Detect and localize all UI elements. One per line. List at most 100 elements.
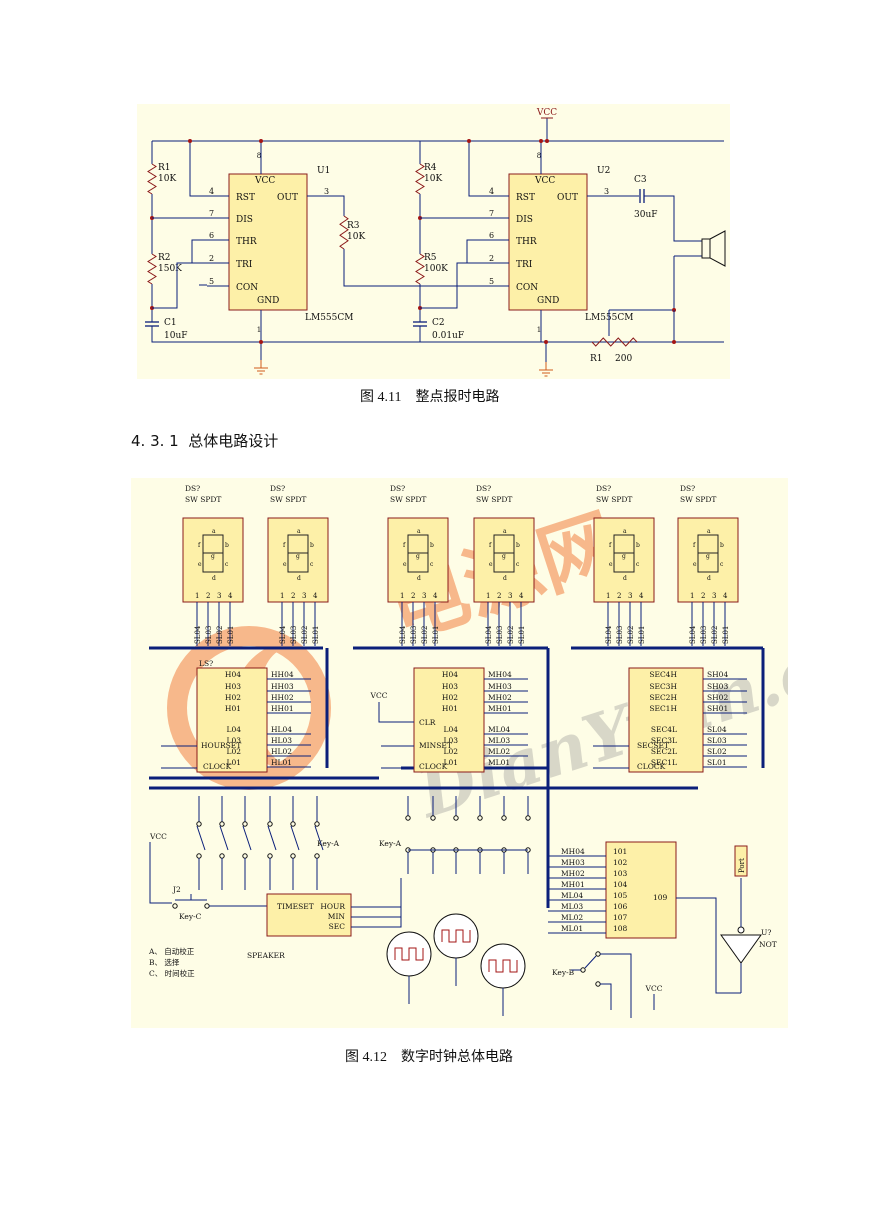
block-pin-label: L03 [226,736,241,745]
segment-letter: e [609,561,613,568]
block-pin-label: H01 [225,704,241,713]
timeset-block [266,893,352,937]
switch-contact [267,821,273,827]
display-signal-label: SL04 [485,625,493,644]
display-type: SW SPDT [596,495,632,504]
vcc-to-j2 [149,842,172,904]
switch-lever [196,825,206,851]
segment-letter: g [211,553,215,560]
display-signal-label: SL02 [216,626,224,644]
rst-wire [189,141,207,197]
block-pin-label: SEC2H [649,693,677,702]
switch-contact [314,821,320,827]
display-signal-label: SL03 [290,626,298,644]
switch-contact [595,981,601,987]
switch-contact [242,821,248,827]
junction-dot [672,340,676,344]
block-output-label: SL04 [707,725,727,734]
block-pin-label: H02 [442,693,458,702]
r2-ref: R2 [158,253,171,263]
c2-ref: C2 [432,318,445,328]
segment-letter: d [503,575,507,582]
switch-contact [595,951,601,957]
chip-pin-out: OUT [277,193,298,203]
timeset-output-lead [351,878,402,908]
switch-contact [267,853,273,859]
not-gate-ref: U? [761,928,771,937]
port-label: Port [738,858,746,873]
speaker-label: SPEAKER [247,951,285,960]
c1-ref: C1 [164,318,177,328]
segment-letter: g [706,553,710,560]
segment-letter: c [636,561,640,568]
pin-number: 5 [489,277,494,286]
switch-lead [600,983,612,1010]
segment-letter: b [720,542,724,549]
switch-contact [501,815,507,821]
block-output-label: HH01 [271,704,294,713]
display-pin-number: 4 [313,592,318,600]
block-pin-label: H02 [225,693,241,702]
chip-pin-tri: TRI [516,260,533,270]
square-wave-icon [394,947,424,961]
chip-part: LM555CM [305,313,353,323]
timeset-label: TIMESET [277,902,314,911]
timer-555-chip [228,173,308,311]
switch-contact [525,815,531,821]
chip-ref: U2 [597,166,610,176]
timeset-output-lead [351,878,402,928]
display-pin-number: 4 [433,592,438,600]
digit-segments [613,534,635,573]
comparator-pin-label: 103 [613,869,628,878]
pin-number: 7 [489,209,494,218]
block-pin-label: L02 [443,747,458,756]
block-input-label: CLOCK [637,762,666,771]
block-pin-label: SEC3H [649,682,677,691]
seconds-counter-block [628,667,704,773]
segment-lower [202,552,224,573]
display-signal-label: SL03 [496,626,504,644]
block-output-label: SH04 [707,670,728,679]
switch-lever [219,825,229,851]
ground-rail [151,326,724,343]
block-output-label: HL01 [271,758,292,767]
seven-segment-display [387,517,449,603]
hour-chime-schematic: VCCVCCOUTGNDRST4DIS7THR6TRI2CON5381U1LM5… [145,108,726,377]
switch-contact [405,815,411,821]
block-pin-label: SEC1H [649,704,677,713]
segment-letter: e [489,561,493,568]
rst-wire-2 [468,141,487,197]
digit-segments [493,534,515,573]
comparator-output-wire [676,897,741,994]
vcc-label: VCC [370,691,388,700]
key-b-label: Key-B [552,968,575,977]
r4-ref: R4 [424,163,437,173]
segment-letter: g [502,553,506,560]
display-ref: DS? [680,484,695,493]
pushbutton-contact [204,903,210,909]
block-output-label: MH03 [488,682,512,691]
port-connector [734,845,748,877]
display-type: SW SPDT [390,495,426,504]
segment-letter: e [198,561,202,568]
block-pin-label: H01 [442,704,458,713]
pin-number: 4 [209,187,214,196]
timer-555-chip [508,173,588,311]
block-output-label: MH01 [488,704,512,713]
display-ref: DS? [390,484,405,493]
display-ref: DS? [596,484,611,493]
display-signal-label: SL04 [689,625,697,644]
block-input-label: SECSET [637,741,669,750]
vcc-label: VCC [149,832,167,841]
display-pin-number: 4 [228,592,233,600]
digit-segments [287,534,309,573]
block-output-label: HL03 [271,736,292,745]
block-pin-label: SEC4L [651,725,677,734]
display-pin-number: 1 [195,592,199,600]
segment-letter: a [212,528,216,535]
block-input-label: CLOCK [419,762,448,771]
segment-lower [493,552,515,573]
display-pin-number: 3 [302,592,306,600]
comparator-block [605,841,677,939]
